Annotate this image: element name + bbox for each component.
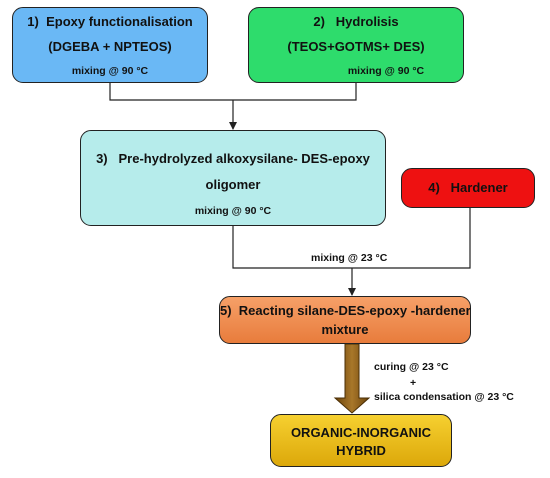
hydrolysis-step-number: 2) (313, 14, 325, 29)
oligomer-condition: mixing @ 90 °C (194, 205, 272, 217)
oligomer-title-line2: oligomer (205, 177, 261, 192)
mixture-title-line2: mixture (321, 322, 369, 337)
epoxy-box-title: 1) Epoxy functionalisation (13, 14, 207, 29)
connector-1-2-to-3 (109, 83, 357, 129)
epoxy-condition: mixing @ 90 °C (71, 65, 149, 77)
hybrid-title-line2: HYBRID (336, 443, 386, 458)
hardener-step-number: 4) (428, 180, 440, 195)
hydrolysis-condition: mixing @ 90 °C (347, 65, 425, 77)
mixture-title-line1: Reacting silane-DES-epoxy -hardener (238, 303, 471, 318)
hardener-box-title: 4) Hardener (402, 180, 534, 195)
curing-arrow (333, 343, 371, 414)
reacting-mixture-box: 5) Reacting silane-DES-epoxy -hardener m… (219, 296, 471, 344)
curing-plus: + (410, 377, 417, 389)
curing-label: curing @ 23 °C (374, 361, 449, 373)
epoxy-step-number: 1) (27, 14, 39, 29)
hydrolysis-step-title: Hydrolisis (335, 14, 399, 29)
hybrid-box: ORGANIC-INORGANIC HYBRID (270, 414, 452, 467)
hardener-box: 4) Hardener (401, 168, 535, 208)
hybrid-title-line1: ORGANIC-INORGANIC (290, 425, 432, 440)
hardener-step-title: Hardener (450, 180, 508, 195)
connector-3-4-to-5 (232, 208, 471, 295)
hydrolysis-box: 2) Hydrolisis (TEOS+GOTMS+ DES) mixing @… (248, 7, 464, 83)
silica-condensation-label: silica condensation @ 23 °C (374, 391, 514, 403)
mixture-step-number: 5) (220, 303, 232, 318)
mixing-23-label: mixing @ 23 °C (311, 252, 388, 264)
oligomer-title-line1: Pre-hydrolyzed alkoxysilane- DES-epoxy (118, 151, 370, 166)
epoxy-components: (DGEBA + NPTEOS) (48, 39, 172, 54)
mixture-box-title: 5) Reacting silane-DES-epoxy -hardener (220, 303, 471, 318)
oligomer-box-title: 3) Pre-hydrolyzed alkoxysilane- DES-epox… (81, 151, 385, 166)
epoxy-functionalisation-box: 1) Epoxy functionalisation (DGEBA + NPTE… (12, 7, 208, 83)
oligomer-box: 3) Pre-hydrolyzed alkoxysilane- DES-epox… (80, 130, 386, 226)
epoxy-step-title: Epoxy functionalisation (46, 14, 193, 29)
hydrolysis-box-title: 2) Hydrolisis (249, 14, 463, 29)
hydrolysis-components: (TEOS+GOTMS+ DES) (287, 39, 425, 54)
oligomer-step-number: 3) (96, 151, 108, 166)
